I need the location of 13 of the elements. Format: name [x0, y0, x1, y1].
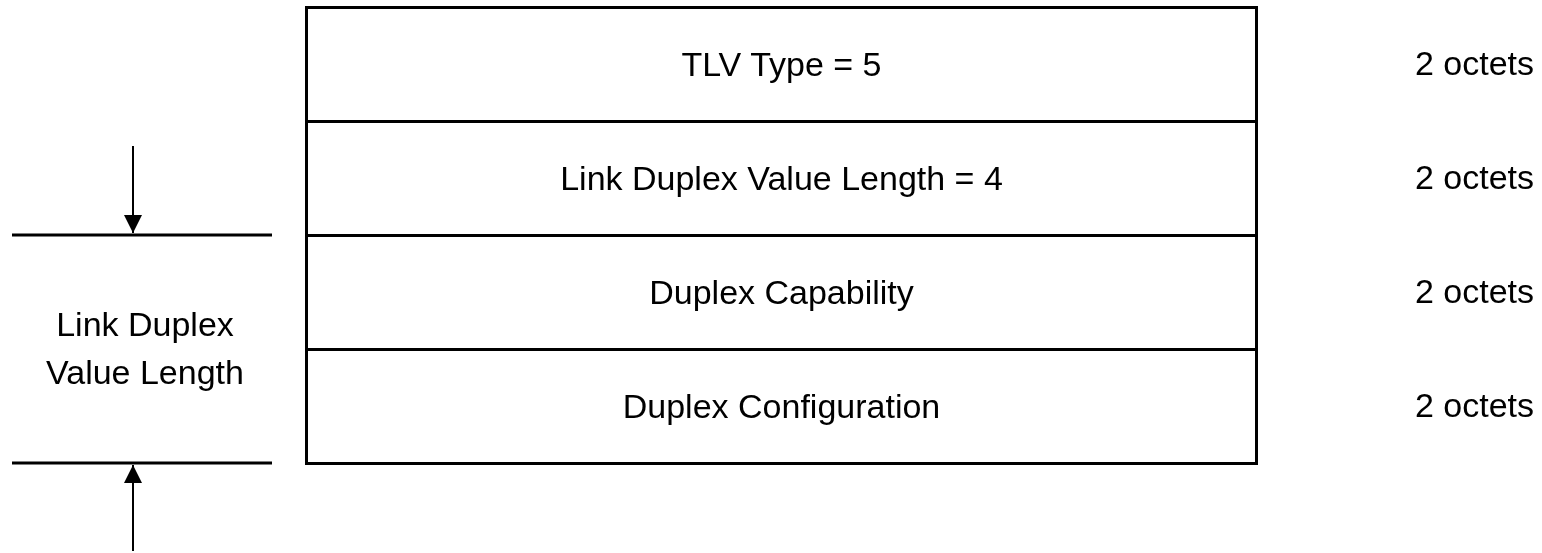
size-label: 2 octets — [1414, 43, 1534, 83]
field-name: TLV Type = 5 — [681, 45, 882, 84]
size-label: 2 octets — [1414, 385, 1534, 425]
size-label: 2 octets — [1414, 157, 1534, 197]
field-name: Duplex Configuration — [622, 387, 941, 426]
field-row — [305, 234, 1258, 351]
field-name: Duplex Capability — [649, 273, 914, 312]
field-row — [305, 6, 1258, 123]
size-label: 2 octets — [1414, 271, 1534, 311]
field-row — [305, 348, 1258, 465]
field-name: Link Duplex Value Length = 4 — [560, 159, 1003, 198]
dimension-label: Link Duplex Value Length — [45, 304, 245, 393]
field-row — [305, 120, 1258, 237]
